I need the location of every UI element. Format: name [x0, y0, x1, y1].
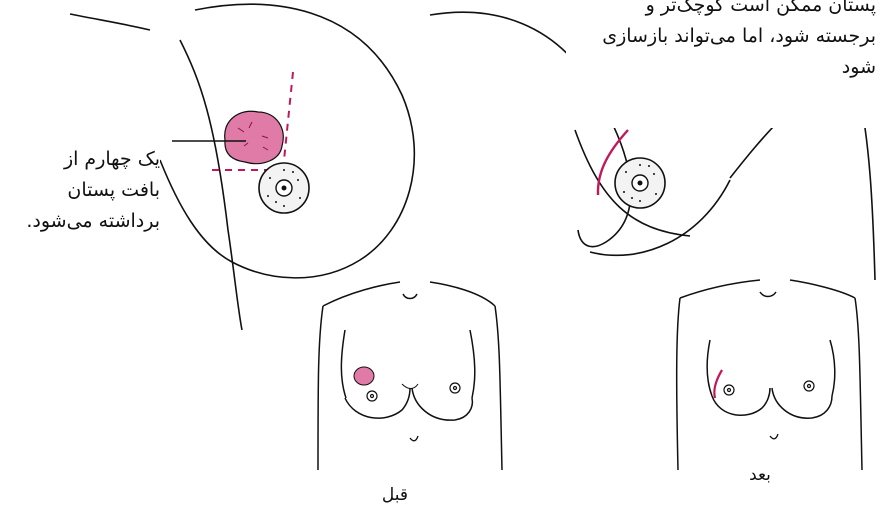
- torso-before: [318, 282, 502, 470]
- label-top-right-line-2: برجسته شود، اما می‌تواند بازسازی: [566, 21, 876, 52]
- torso-after: [677, 280, 862, 470]
- tumor-left-closeup: [225, 111, 284, 163]
- label-top-right-line-3: شود: [566, 52, 876, 83]
- nipples-torso-before: [367, 383, 460, 401]
- label-quarter-removed: یک چهارم از بافت پستان برداشته می‌شود.: [0, 144, 160, 290]
- label-top-right-line-1: پستان ممکن است کوچک‌تر و: [566, 0, 876, 21]
- tumor-torso-before: [354, 367, 374, 385]
- label-top-right: پستان ممکن است کوچک‌تر و برجسته شود، اما…: [566, 0, 878, 128]
- label-quarter-line-3: برداشته می‌شود.: [0, 206, 160, 237]
- areola-left-closeup: [259, 163, 309, 213]
- left-shoulder-line: [70, 14, 150, 30]
- label-quarter-line-2: بافت پستان: [0, 175, 160, 206]
- label-before: قبل: [372, 480, 418, 512]
- label-after: بعد: [735, 460, 785, 492]
- scar-torso-after: [714, 370, 722, 398]
- areola-right-closeup: [615, 158, 665, 208]
- label-quarter-line-1: یک چهارم از: [0, 144, 160, 175]
- left-arm-line: [180, 40, 242, 330]
